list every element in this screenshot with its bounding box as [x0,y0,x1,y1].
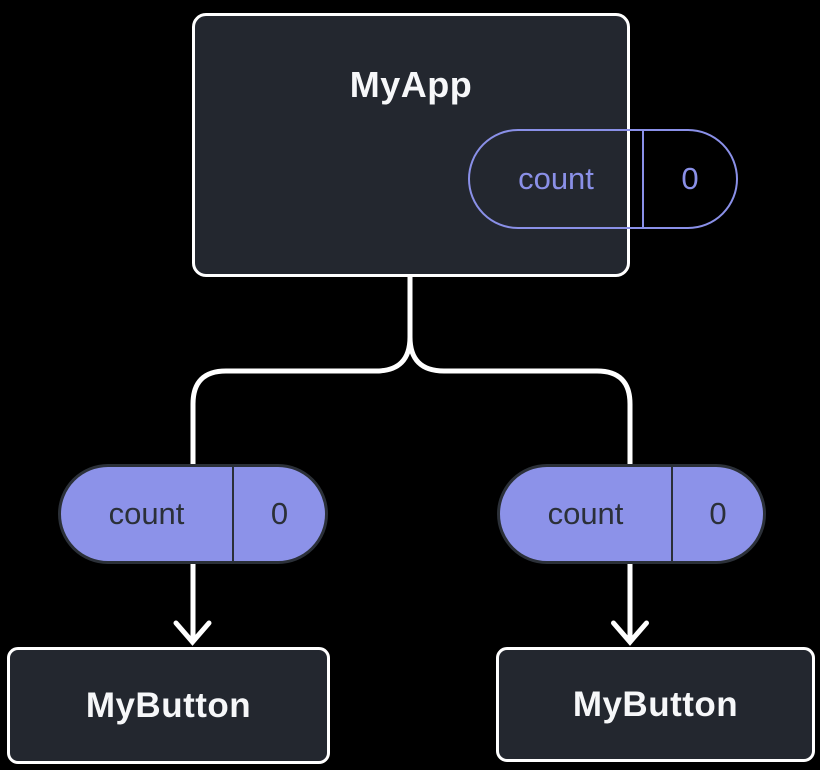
prop-value-left: 0 [270,496,289,531]
prop-value-right: 0 [709,496,727,531]
state-value: 0 [681,161,699,196]
prop-name-left: count [61,467,234,561]
prop-pill-right: count 0 [497,464,766,564]
myapp-title: MyApp [349,64,473,105]
myapp-node: MyApp count 0 [192,13,738,277]
arrow-head-right-icon [611,620,649,646]
prop-pill-left: count 0 [58,464,328,564]
mybutton-node-left: MyButton [7,647,330,764]
arrow-head-left-icon [173,620,212,646]
state-name: count [470,131,644,227]
connector-fork-right [407,272,633,640]
state-pill: count 0 [468,129,738,229]
mybutton-node-right: MyButton [496,647,815,762]
connector-fork-left [190,272,413,640]
prop-name-right: count [500,467,673,561]
